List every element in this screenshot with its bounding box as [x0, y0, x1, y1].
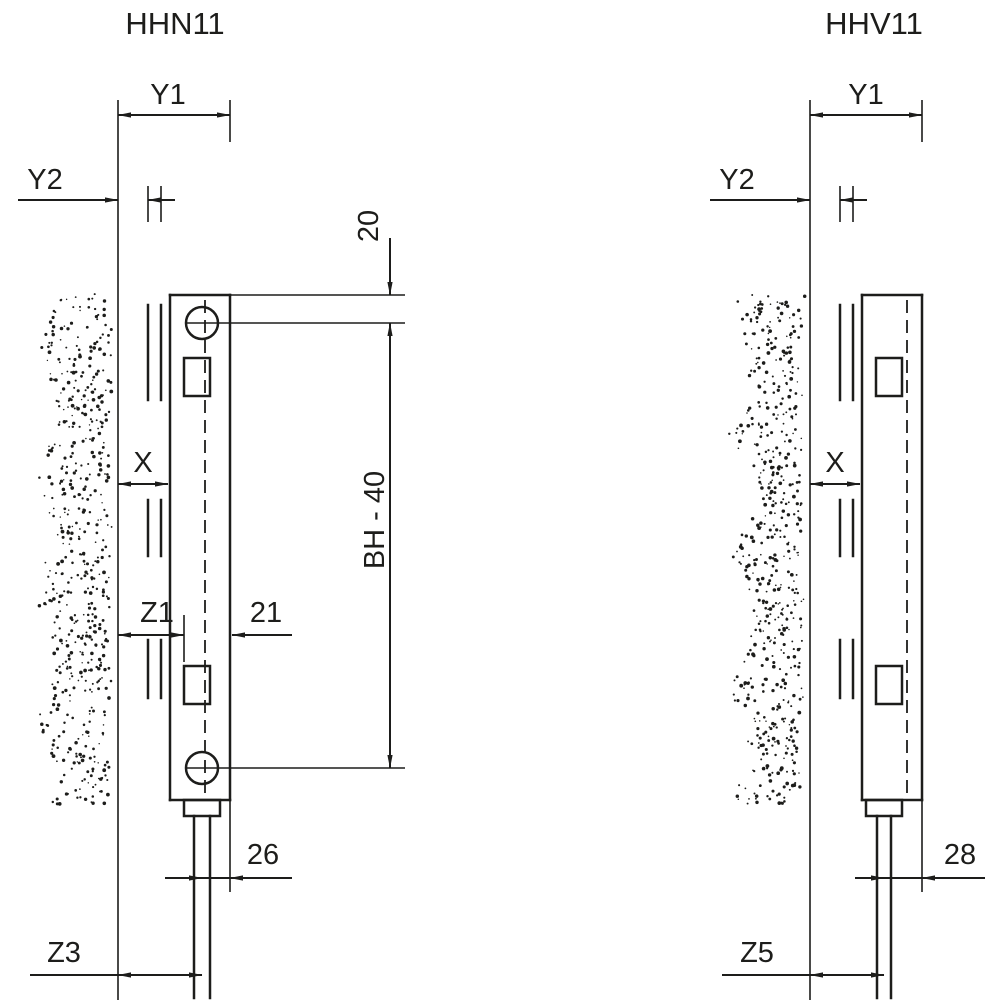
dim-y2-left: Y2 [18, 164, 175, 203]
radiator-left [168, 293, 232, 1000]
dim-bh40-left: BH - 40 [359, 322, 393, 769]
left-diagram-title: HHN11 [125, 6, 224, 41]
dim-label-y2-right: Y2 [719, 164, 754, 196]
pipe-left [192, 814, 212, 1000]
valve-connector-left [182, 798, 222, 818]
dim-y1-left: Y1 [117, 79, 231, 118]
extension-lines-left [183, 100, 405, 892]
dim-28-right: 28 [855, 839, 985, 881]
dim-z3-left: Z3 [30, 937, 203, 978]
dim-label-x-right: X [825, 447, 844, 479]
dim-label-bh40-left: BH - 40 [359, 471, 391, 569]
dim-21-left: 21 [231, 597, 292, 638]
dim-y1-right: Y1 [809, 79, 923, 118]
dim-label-z1-left: Z1 [140, 597, 174, 629]
pipe-right [875, 814, 893, 1000]
dim-label-x-left: X [133, 447, 152, 479]
dim-x-right: X [809, 447, 861, 487]
hook-bottom-right [874, 664, 904, 706]
dim-label-20-left: 20 [353, 210, 385, 242]
wall-texture-right [728, 294, 807, 805]
dim-label-y1-right: Y1 [848, 79, 883, 111]
bracket-left [146, 186, 163, 700]
dim-label-21-left: 21 [250, 597, 282, 629]
dim-label-y2-left: Y2 [27, 164, 62, 196]
right-diagram-title: HHV11 [825, 6, 923, 41]
dim-label-z5-right: Z5 [740, 937, 774, 969]
wall-texture-left [37, 293, 114, 806]
left-diagram: HHN11 [18, 6, 405, 1000]
dim-y2-right: Y2 [710, 164, 867, 203]
dim-x-left: X [117, 447, 169, 487]
dim-z5-right: Z5 [722, 937, 885, 978]
hook-top-left [182, 356, 212, 398]
dim-label-28-right: 28 [944, 839, 976, 871]
hook-bottom-left [182, 664, 212, 706]
radiator-right [860, 293, 924, 1000]
dim-z1-left: Z1 [117, 597, 185, 638]
dim-label-26-left: 26 [247, 839, 279, 871]
valve-connector-right [864, 798, 904, 818]
dim-20-left: 20 [353, 210, 393, 296]
dim-label-y1-left: Y1 [150, 79, 185, 111]
dim-label-z3-left: Z3 [47, 937, 81, 969]
bracket-right [838, 186, 855, 700]
right-diagram: HHV11 [710, 6, 985, 1000]
hook-top-right [874, 356, 904, 398]
dim-26-left: 26 [165, 839, 292, 881]
